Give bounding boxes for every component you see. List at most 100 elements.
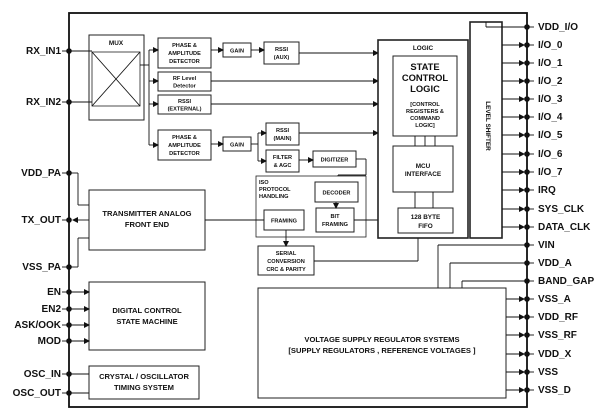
svg-text:INTERFACE: INTERFACE: [405, 171, 442, 178]
pin-label: OSC_OUT: [13, 388, 61, 399]
svg-text:SERIAL: SERIAL: [276, 251, 297, 257]
pin-label: VDD_X: [538, 349, 572, 360]
rssi-external-block: RSSI (EXTERNAL): [157, 94, 212, 115]
pin-tx-out: TX_OUT: [22, 215, 72, 226]
pin-vss-d: VSS_D: [524, 385, 571, 396]
svg-text:ISO: ISO: [259, 180, 269, 186]
pin-label: I/O_1: [538, 58, 563, 69]
pin-label: VIN: [538, 240, 555, 251]
pin-label: VSS_PA: [22, 262, 61, 273]
pin-label: BAND_GAP: [538, 276, 594, 287]
svg-text:DECODER: DECODER: [323, 191, 351, 197]
pin-sys-clk: SYS_CLK: [524, 204, 585, 215]
pin-en2: EN2: [42, 304, 72, 315]
svg-text:RSSI: RSSI: [275, 47, 289, 53]
pin-label: I/O_5: [538, 130, 563, 141]
svg-text:LOGIC: LOGIC: [413, 45, 434, 52]
svg-text:GAIN: GAIN: [230, 49, 244, 55]
svg-text:VOLTAGE SUPPLY REGULATOR SYSTE: VOLTAGE SUPPLY REGULATOR SYSTEMS: [304, 335, 459, 344]
pin-en: EN: [47, 287, 72, 298]
pin-label: SYS_CLK: [538, 204, 585, 215]
svg-text:STATE: STATE: [410, 61, 439, 72]
pin-label: I/O_0: [538, 40, 563, 51]
svg-text:BIT: BIT: [330, 214, 340, 220]
pin-mod: MOD: [38, 336, 72, 347]
svg-text:TIMING SYSTEM: TIMING SYSTEM: [114, 383, 174, 392]
pin-data-clk: DATA_CLK: [524, 222, 591, 233]
svg-text:PHASE &: PHASE &: [172, 135, 197, 141]
pin-label: VDD_RF: [538, 312, 578, 323]
pin-vin: VIN: [524, 240, 555, 251]
mux-label: MUX: [109, 40, 124, 47]
pin-io-0: I/O_0: [524, 40, 563, 51]
svg-text:[CONTROL: [CONTROL: [410, 102, 440, 108]
pin-rx-in1: RX_IN1: [26, 46, 72, 57]
digital-control-sm: DIGITAL CONTROL STATE MACHINE: [88, 281, 206, 351]
pin-label: VSS_RF: [538, 330, 577, 341]
pin-io-1: I/O_1: [524, 58, 563, 69]
svg-text:FRAMING: FRAMING: [271, 219, 297, 225]
svg-text:(AUX): (AUX): [274, 55, 290, 61]
level-shifter-wires: [485, 22, 527, 230]
pin-label: I/O_3: [538, 94, 563, 105]
gain-block-1: GAIN: [222, 42, 252, 58]
svg-text:LEVEL SHIFTER: LEVEL SHIFTER: [484, 101, 491, 151]
pin-io-3: I/O_3: [524, 94, 563, 105]
pin-io-6: I/O_6: [524, 149, 563, 160]
pin-vss-a: VSS_A: [524, 294, 571, 305]
pin-label: DATA_CLK: [538, 222, 591, 233]
pin-io-7: I/O_7: [524, 167, 563, 178]
svg-text:DIGITAL CONTROL: DIGITAL CONTROL: [112, 306, 182, 315]
pin-label: VDD_A: [538, 258, 572, 269]
pin-label: I/O_2: [538, 76, 563, 87]
svg-text:CONVERSION: CONVERSION: [267, 259, 305, 265]
pin-label: MOD: [38, 336, 61, 347]
svg-text:RF Level: RF Level: [173, 76, 197, 82]
svg-text:FRAMING: FRAMING: [322, 222, 348, 228]
svg-text:RSSI: RSSI: [276, 128, 290, 134]
svg-text:DETECTOR: DETECTOR: [169, 151, 200, 157]
pin-label: RX_IN2: [26, 97, 61, 108]
svg-text:STATE MACHINE: STATE MACHINE: [116, 317, 177, 326]
mux-block: MUX: [88, 34, 145, 121]
svg-text:DETECTOR: DETECTOR: [169, 59, 200, 65]
pin-label: EN: [47, 287, 61, 298]
svg-text:PHASE &: PHASE &: [172, 43, 197, 49]
pin-vdd-pa: VDD_PA: [21, 168, 72, 179]
svg-text:DIGITIZER: DIGITIZER: [321, 158, 349, 164]
svg-text:MCU: MCU: [416, 163, 431, 170]
pin-vss-pa: VSS_PA: [22, 262, 72, 273]
pin-vdd-x: VDD_X: [524, 349, 572, 360]
svg-text:TRANSMITTER ANALOG: TRANSMITTER ANALOG: [102, 209, 191, 218]
svg-text:AMPLITUDE: AMPLITUDE: [168, 143, 201, 149]
pin-label: IRQ: [538, 185, 556, 196]
svg-text:GAIN: GAIN: [230, 143, 244, 149]
rf-level-detector: RF Level Detector: [157, 71, 212, 92]
pin-label: VSS: [538, 367, 558, 378]
pin-irq: IRQ: [524, 185, 556, 196]
voltage-regulator: VOLTAGE SUPPLY REGULATOR SYSTEMS [SUPPLY…: [257, 287, 507, 399]
pin-vdd-rf: VDD_RF: [524, 312, 578, 323]
digitizer-block: DIGITIZER: [312, 150, 357, 168]
decoder-block: DECODER: [314, 181, 359, 203]
svg-text:HANDLING: HANDLING: [259, 194, 289, 200]
rssi-main-block: RSSI (MAIN): [265, 122, 300, 146]
left-pins: RX_IN1 RX_IN2 VDD_PA TX_OUT VSS_PA EN EN…: [13, 46, 72, 399]
svg-text:CRYSTAL / OSCILLATOR: CRYSTAL / OSCILLATOR: [99, 372, 189, 381]
pin-label: TX_OUT: [22, 215, 61, 226]
pin-band-gap: BAND_GAP: [524, 276, 594, 287]
pin-io-5: I/O_5: [524, 130, 563, 141]
pin-label: ASK/OOK: [14, 320, 61, 331]
pin-label: VDD_I/O: [538, 22, 578, 33]
pin-label: VDD_PA: [21, 168, 61, 179]
pin-rx-in2: RX_IN2: [26, 97, 72, 108]
pin-label: I/O_6: [538, 149, 563, 160]
svg-text:FILTER: FILTER: [273, 155, 292, 161]
state-control-logic: STATE CONTROL LOGIC [CONTROL REGISTERS &…: [392, 55, 458, 137]
pin-vdd-io: VDD_I/O: [524, 22, 578, 33]
framing-block: FRAMING: [263, 209, 305, 231]
svg-text:AMPLITUDE: AMPLITUDE: [168, 51, 201, 57]
svg-text:(MAIN): (MAIN): [273, 136, 291, 142]
rx-wires: [140, 47, 379, 182]
serial-conversion-block: SERIAL CONVERSION CRC & PARITY: [257, 245, 315, 276]
